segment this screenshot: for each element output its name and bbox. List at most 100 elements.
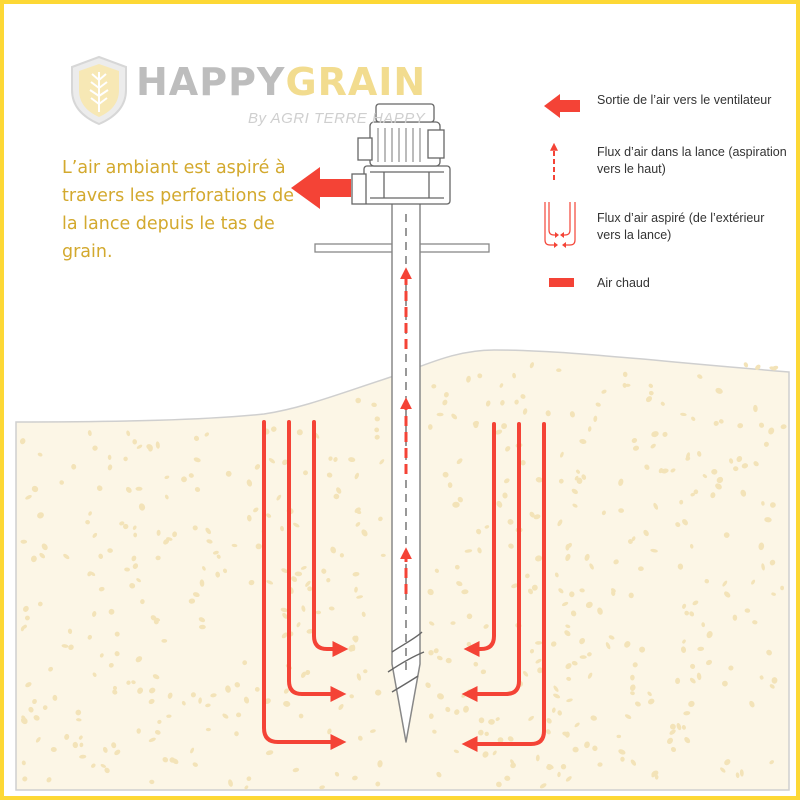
grain-kernel	[92, 611, 97, 617]
grain-kernel	[255, 543, 262, 550]
grain-kernel	[684, 737, 691, 744]
grain-kernel	[597, 607, 603, 615]
grain-kernel	[495, 429, 503, 435]
grain-kernel	[152, 674, 160, 680]
grain-kernel	[618, 749, 626, 755]
grain-kernel	[560, 451, 564, 458]
grain-kernel	[670, 723, 676, 730]
grain-kernel	[704, 578, 710, 584]
intake-arrow-right-middle	[461, 422, 521, 702]
grain-kernel	[595, 402, 601, 407]
grain-kernel	[553, 685, 559, 692]
grain-kernel	[167, 692, 173, 699]
grain-kernel	[722, 580, 728, 587]
grain-kernel	[292, 767, 300, 773]
grain-kernel	[298, 713, 304, 719]
grain-kernel	[319, 785, 325, 790]
grain-kernel	[514, 399, 519, 405]
grain-kernel	[566, 698, 573, 703]
intake-arrow-left-middle	[287, 420, 347, 702]
grain-kernel	[564, 630, 571, 637]
grain-kernel	[533, 514, 541, 520]
grain-kernel	[597, 762, 603, 767]
grain-kernel	[485, 400, 491, 407]
grain-kernel	[296, 622, 301, 628]
grain-kernel	[181, 476, 187, 483]
grain-kernel	[631, 536, 636, 542]
grain-kernel	[497, 737, 504, 743]
grain-kernel	[352, 775, 358, 781]
grain-kernel	[30, 555, 37, 563]
grain-kernel	[496, 500, 503, 508]
grain-kernel	[192, 592, 200, 598]
grain-kernel	[87, 571, 92, 577]
grain-kernel	[539, 783, 547, 789]
grain-kernel	[204, 432, 210, 437]
grain-kernel	[137, 687, 144, 694]
grain-kernel	[164, 475, 170, 480]
grain-kernel	[464, 549, 473, 553]
grain-kernel	[525, 573, 530, 579]
grain-kernel	[78, 735, 83, 740]
grain-kernel	[632, 662, 638, 668]
grain-kernel	[193, 435, 200, 442]
grain-kernel	[528, 715, 534, 721]
grain-kernel	[579, 439, 587, 444]
grain-kernel	[136, 728, 141, 734]
grain-kernel	[685, 456, 691, 461]
grain-kernel	[307, 586, 313, 592]
grain-kernel	[715, 387, 723, 394]
grain-kernel	[451, 413, 458, 420]
grain-kernel	[682, 519, 688, 526]
grain-kernel	[425, 682, 431, 688]
grain-kernel	[88, 511, 92, 516]
grain-kernel	[507, 519, 514, 525]
grain-kernel	[546, 718, 552, 724]
grain-kernel	[651, 770, 659, 777]
grain-kernel	[236, 712, 242, 718]
grain-kernel	[123, 523, 129, 530]
grain-kernel	[212, 550, 219, 555]
grain-kernel	[529, 648, 535, 654]
grain-kernel	[758, 422, 765, 428]
grain-kernel	[379, 459, 385, 465]
grain-kernel	[638, 566, 644, 572]
grain-kernel	[188, 598, 196, 604]
grain-kernel	[190, 692, 196, 698]
grain-kernel	[689, 677, 696, 684]
grain-kernel	[301, 605, 306, 612]
grain-kernel	[741, 463, 749, 469]
grain-kernel	[266, 580, 274, 585]
lance-diagram	[15, 94, 790, 791]
grain-kernel	[690, 492, 695, 497]
grain-kernel	[466, 613, 473, 620]
grain-kernel	[554, 572, 559, 578]
big-red-left-arrow-icon	[544, 94, 580, 118]
grain-kernel	[763, 441, 769, 447]
grain-kernel	[428, 713, 434, 719]
grain-kernel	[445, 706, 451, 713]
grain-kernel	[710, 492, 716, 499]
brand-logo: HAPPYGRAIN By AGRI TERRE HAPPY	[68, 54, 448, 144]
grain-kernel	[736, 456, 743, 462]
grain-kernel	[718, 419, 724, 424]
grain-kernel	[546, 764, 553, 771]
curved-arrows-icon	[544, 202, 576, 246]
grain-kernel	[753, 404, 758, 413]
grain-kernel	[716, 476, 724, 484]
grain-kernel	[689, 611, 695, 617]
grain-kernel	[192, 762, 198, 767]
grain-kernel	[581, 474, 587, 480]
grain-kernel	[349, 694, 354, 699]
grain-kernel	[492, 750, 497, 756]
grain-kernel	[456, 581, 463, 587]
grain-kernel	[692, 600, 699, 606]
grain-kernel	[375, 689, 382, 696]
grain-kernel	[753, 461, 759, 467]
grain-kernel	[192, 525, 198, 531]
grain-kernel	[361, 611, 366, 617]
grain-kernel	[363, 669, 368, 674]
grain-kernel	[466, 375, 471, 383]
grain-kernel	[505, 446, 511, 452]
grain-kernel	[560, 764, 567, 770]
